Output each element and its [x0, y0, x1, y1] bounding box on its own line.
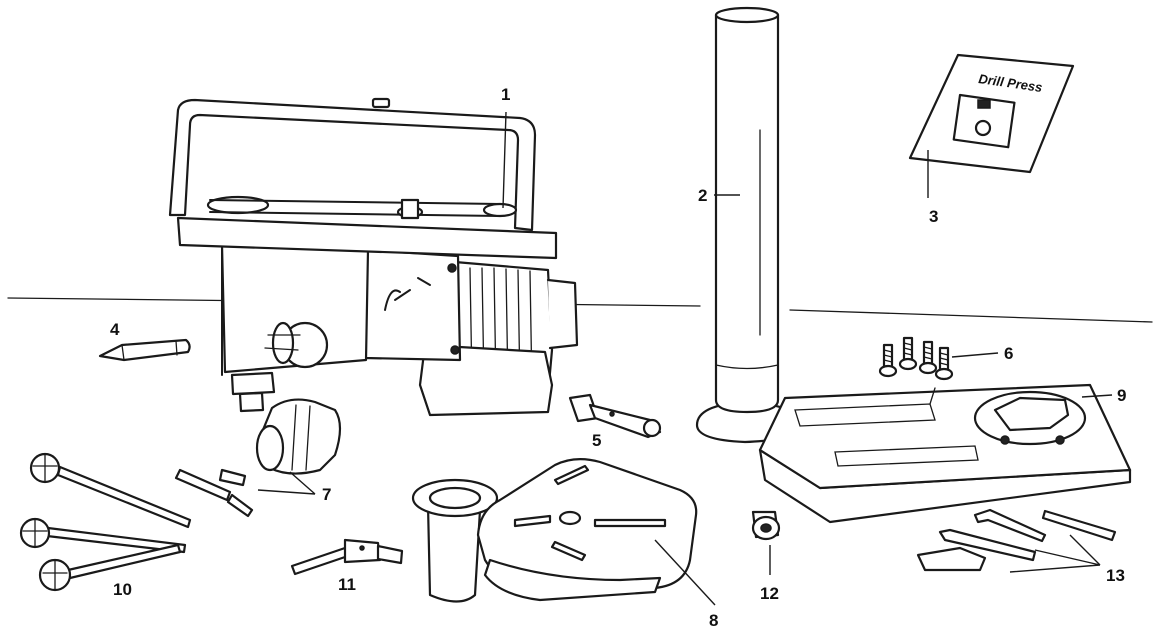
work-table	[411, 458, 698, 603]
leader-1	[502, 111, 507, 209]
leader-7	[257, 471, 316, 495]
part-label-11: 11	[338, 575, 356, 594]
part-label-5: 5	[592, 431, 601, 450]
leader-13	[1009, 534, 1101, 573]
part-label-9: 9	[1117, 386, 1126, 405]
crank-handle	[568, 393, 662, 439]
part-label-8: 8	[709, 611, 718, 630]
part-label-2: 2	[698, 186, 707, 205]
part-label-12: 12	[760, 584, 779, 603]
part-label-7: 7	[322, 485, 331, 504]
leader-9	[1081, 394, 1113, 398]
taper-arbor	[98, 338, 191, 362]
instruction-manual: Drill Press	[908, 53, 1075, 174]
base	[758, 383, 1132, 524]
depth-stop-rod	[290, 538, 404, 576]
hex-wrenches	[916, 508, 1117, 572]
feed-handles	[19, 452, 192, 592]
leader-6	[951, 352, 999, 358]
part-label-6: 6	[1004, 344, 1013, 363]
part-label-4: 4	[110, 320, 120, 339]
cap-screw	[751, 510, 781, 541]
part-label-10: 10	[113, 580, 132, 599]
mounting-bolts	[878, 336, 954, 381]
column	[695, 6, 802, 444]
part-label-3: 3	[929, 207, 938, 226]
drill-head-assembly	[168, 97, 579, 417]
part-label-13: 13	[1106, 566, 1125, 585]
leader-8	[654, 539, 716, 606]
part-label-1: 1	[501, 85, 510, 104]
drill-chuck-and-key	[174, 398, 342, 518]
table-edge-line	[7, 297, 1153, 323]
